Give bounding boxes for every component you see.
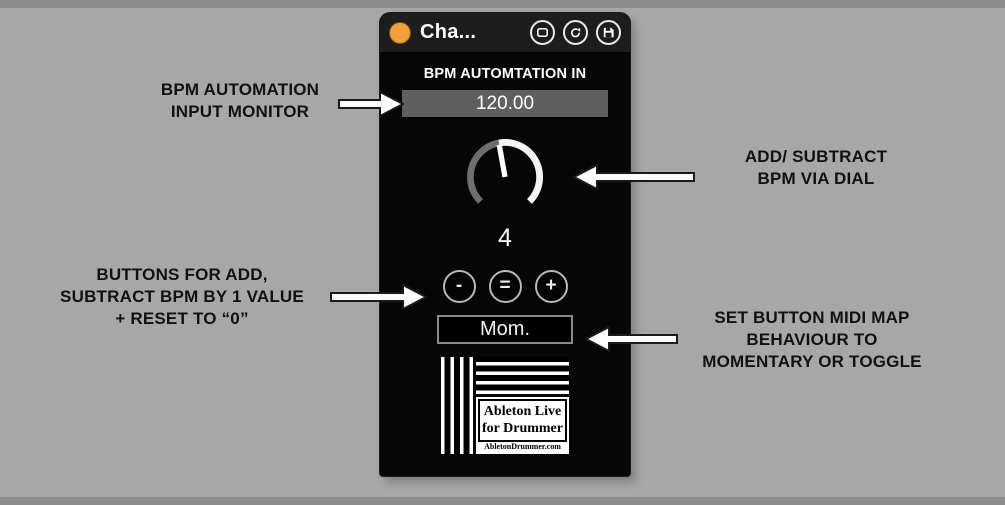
arrow-to-buttons <box>330 284 427 310</box>
device-power-toggle[interactable] <box>389 21 411 44</box>
annotation-dial: ADD/ SUBTRACT BPM VIA DIAL <box>744 147 888 189</box>
bpm-button-row: - = + <box>442 270 568 303</box>
top-edge-strip <box>0 0 1005 8</box>
hotswap-icon[interactable] <box>563 20 588 45</box>
logo-vertical-stripes <box>441 357 473 454</box>
logo-site-url: AbletonDrummer.com <box>484 441 561 451</box>
logo-line-1: Ableton Live <box>483 403 562 419</box>
window-icon[interactable] <box>530 20 555 45</box>
save-icon[interactable] <box>596 20 621 45</box>
logo-horizontal-stripes <box>476 357 569 394</box>
bpm-dial[interactable] <box>457 128 553 224</box>
dial-value: 4 <box>498 224 512 252</box>
midi-map-mode-selector[interactable]: Mom. <box>437 315 573 344</box>
bottom-edge-strip <box>0 497 1005 505</box>
arrow-to-number-box <box>338 91 404 117</box>
logo-text-box: Ableton Live for Drummer AbletonDrummer.… <box>476 397 569 454</box>
arrow-to-dial <box>572 164 695 190</box>
bpm-number-box[interactable]: 120.00 <box>402 90 608 117</box>
annotation-midi-map: SET BUTTON MIDI MAP BEHAVIOUR TO MOMENTA… <box>702 308 922 372</box>
add-button[interactable]: + <box>534 270 568 303</box>
arrow-to-mode-box <box>585 326 678 352</box>
logo-line-2: for Drummer <box>482 421 563 437</box>
annotation-input-monitor: BPM AUTOMATION INPUT MONITOR <box>160 80 320 122</box>
max-for-live-device: Cha... BPM AUTOMTATIO <box>380 13 630 476</box>
ableton-drummer-logo: Ableton Live for Drummer AbletonDrummer.… <box>441 357 569 454</box>
subtract-button[interactable]: - <box>442 270 476 303</box>
device-titlebar: Cha... <box>380 13 630 53</box>
annotation-buttons: BUTTONS FOR ADD, SUBTRACT BPM BY 1 VALUE… <box>60 265 304 329</box>
bpm-automation-label: BPM AUTOMTATION IN <box>423 66 587 82</box>
reset-button[interactable]: = <box>488 270 522 303</box>
device-title: Cha... <box>420 21 477 43</box>
